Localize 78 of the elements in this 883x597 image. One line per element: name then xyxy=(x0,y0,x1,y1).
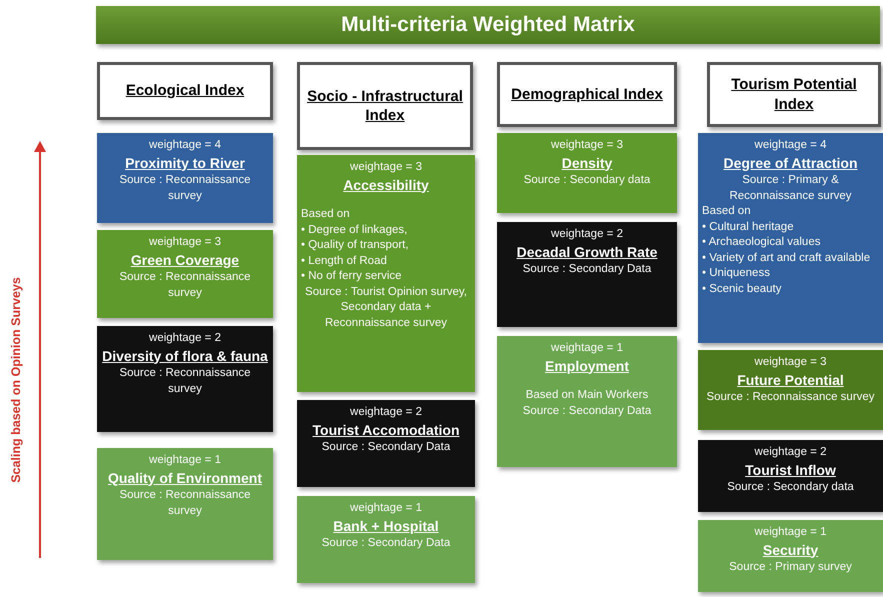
weightage-text: weightage = 2 xyxy=(149,331,221,346)
criterion-title: Quality of Environment xyxy=(108,468,262,488)
criterion-detail: • Length of Road xyxy=(301,254,388,269)
criterion-box xyxy=(297,496,475,583)
criterion-detail: • Archaeological values xyxy=(702,235,822,250)
criterion-title: Diversity of flora & fauna xyxy=(102,346,268,366)
criterion-title: Future Potential xyxy=(737,370,844,390)
criterion-title: Bank + Hospital xyxy=(333,516,439,536)
weightage-text: weightage = 1 xyxy=(350,501,422,516)
weightage-text: weightage = 2 xyxy=(551,227,623,242)
axis-label: Scaling based on Opinion Surveys xyxy=(9,277,23,483)
index-title: Demographical Index xyxy=(511,84,663,104)
weightage-text: weightage = 4 xyxy=(754,138,826,153)
criterion-detail: • Cultural heritage xyxy=(702,220,795,235)
index-header-box xyxy=(97,62,273,120)
criterion-box xyxy=(698,520,883,592)
criterion-detail: • No of ferry service xyxy=(301,269,403,284)
index-title: Socio - Infrastructural Index xyxy=(306,86,464,126)
index-title: Tourism Potential Index xyxy=(730,75,858,114)
criterion-box xyxy=(497,336,677,467)
criterion-box xyxy=(297,400,475,487)
criterion-detail: Based on xyxy=(301,207,351,222)
weightage-text: weightage = 1 xyxy=(149,453,221,468)
criterion-title: Proximity to River xyxy=(125,154,245,173)
criterion-detail: • Uniqueness xyxy=(702,266,771,282)
weightage-text: weightage = 1 xyxy=(754,525,826,540)
criterion-title: Decadal Growth Rate xyxy=(516,242,658,262)
criterion-detail: Based on Main Workers xyxy=(526,388,648,404)
criterion-box xyxy=(297,155,475,392)
weightage-text: weightage = 3 xyxy=(551,138,623,153)
index-header-box xyxy=(707,62,881,127)
criterion-box xyxy=(497,133,677,213)
criterion-title: Degree of Attraction xyxy=(723,154,858,173)
criterion-detail: • Degree of linkages, xyxy=(301,222,408,238)
criterion-box xyxy=(97,448,273,560)
index-title: Ecological Index xyxy=(126,81,244,101)
title-banner: Multi-criteria Weighted Matrix xyxy=(96,6,880,44)
criterion-box xyxy=(97,326,273,432)
index-header-box xyxy=(497,62,677,127)
criterion-detail: Based on xyxy=(702,204,752,220)
criterion-detail: Source : Secondary data xyxy=(727,480,854,496)
criterion-box xyxy=(698,440,883,512)
criterion-detail: • Variety of art and craft available xyxy=(702,250,872,266)
criterion-detail: • Quality of transport, xyxy=(301,238,410,254)
criterion-detail: Source : Secondary Data xyxy=(522,404,652,419)
criterion-title: Tourist Accomodation xyxy=(312,420,460,440)
criterion-box xyxy=(497,222,677,327)
weightage-text: weightage = 3 xyxy=(149,235,221,250)
criterion-title: Accessibility xyxy=(343,176,429,195)
criterion-box xyxy=(97,133,273,223)
criterion-box xyxy=(698,350,883,430)
criterion-box xyxy=(97,230,273,318)
weightage-text: weightage = 3 xyxy=(754,355,826,370)
criterion-box xyxy=(698,133,883,343)
criterion-title: Security xyxy=(762,540,818,560)
criterion-detail: Source : Reconnaissance survey xyxy=(118,173,252,204)
criterion-detail: Source : Primary & Reconnaissance survey xyxy=(728,173,853,204)
criterion-detail: Source : Secondary Data xyxy=(322,440,450,456)
criterion-title: Density xyxy=(562,154,612,173)
weightage-text: weightage = 2 xyxy=(350,405,422,420)
criterion-detail: Source : Reconnaissance survey xyxy=(706,390,875,406)
criterion-detail: Source : Tourist Opinion survey, Secondary data + Reconnaissance survey xyxy=(304,284,468,331)
criterion-title: Tourist Inflow xyxy=(745,460,836,480)
criterion-detail: Source : Primary survey xyxy=(729,560,852,576)
index-header-box xyxy=(297,62,473,150)
criterion-detail: Source : Secondary data xyxy=(524,173,650,188)
weightage-text: weightage = 2 xyxy=(754,445,826,460)
criterion-detail: Source : Reconnaissance survey xyxy=(118,270,252,301)
weightage-text: weightage = 1 xyxy=(551,341,623,356)
weightage-text: weightage = 3 xyxy=(350,160,422,175)
criterion-detail: Source : Secondary Data xyxy=(522,262,652,278)
criterion-detail: • Scenic beauty xyxy=(702,282,782,297)
weightage-text: weightage = 4 xyxy=(149,138,221,153)
criterion-detail: Source : Secondary Data xyxy=(322,536,450,552)
criterion-title: Employment xyxy=(544,356,629,376)
criterion-detail: Source : Reconnaissance survey xyxy=(118,488,252,519)
criterion-title: Green Coverage xyxy=(130,250,240,270)
criterion-detail: Source : Reconnaissance survey xyxy=(118,366,252,397)
